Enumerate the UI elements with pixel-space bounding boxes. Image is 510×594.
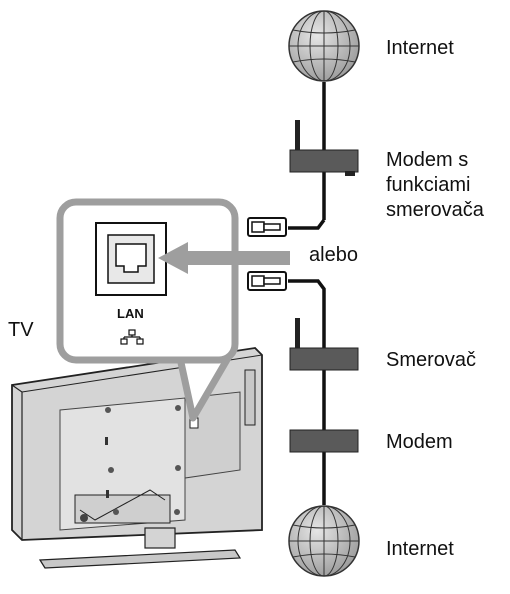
modem-router-label-line2: funkciami (386, 174, 471, 196)
router-device-icon (289, 318, 359, 371)
modem-router-label-line1: Modem s (386, 149, 469, 171)
internet-globe-bottom-icon (288, 505, 360, 577)
internet-bottom-label: Internet (386, 538, 454, 560)
lan-network-symbol-icon (120, 329, 144, 345)
tv-label: TV (8, 319, 34, 341)
tv-back-illustration (11, 347, 263, 569)
lan-port-icon (107, 234, 155, 284)
ethernet-plug-upper-icon (247, 217, 287, 237)
lan-callout (56, 198, 290, 422)
internet-globe-top-icon (288, 10, 360, 82)
router-label: Smerovač (386, 349, 477, 371)
alebo-label: alebo (309, 244, 358, 266)
modem-label: Modem (386, 431, 453, 453)
ethernet-plug-lower-icon (247, 271, 287, 291)
lan-port-label: LAN (117, 306, 144, 321)
modem-device-icon (289, 429, 359, 453)
internet-top-label: Internet (386, 37, 454, 59)
lower-cable (288, 279, 326, 505)
arrow-to-port-icon (158, 242, 290, 274)
modem-router-label-line3: smerovača (386, 199, 484, 221)
modem-router-device-icon (289, 120, 359, 176)
